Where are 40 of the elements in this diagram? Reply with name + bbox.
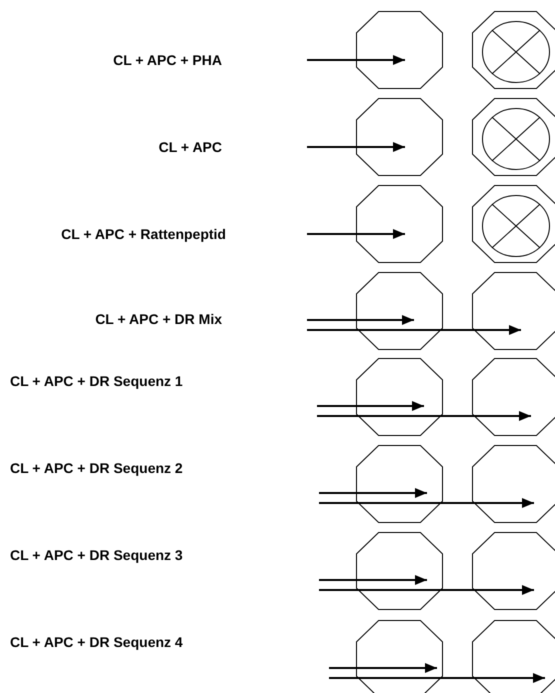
octagon-shape bbox=[356, 445, 443, 523]
row-label: CL + APC + DR Sequenz 2 bbox=[10, 459, 184, 477]
row-label: CL + APC + Rattenpeptid bbox=[61, 225, 226, 243]
octagon-shape bbox=[472, 11, 555, 89]
arrow bbox=[319, 585, 534, 595]
octagon-shape bbox=[472, 620, 555, 693]
octagon-shape bbox=[356, 532, 443, 610]
octagon-shape bbox=[472, 272, 555, 350]
crossed-circle bbox=[482, 195, 550, 257]
octagon-shape bbox=[356, 272, 443, 350]
arrow bbox=[307, 229, 405, 239]
octagon-shape bbox=[356, 11, 443, 89]
octagon-shape bbox=[356, 98, 443, 176]
row-label: CL + APC + DR Mix bbox=[95, 310, 222, 328]
octagon-shape bbox=[356, 358, 443, 436]
row-label: CL + APC + DR Sequenz 4 bbox=[10, 633, 184, 651]
crossed-circle bbox=[482, 108, 550, 170]
octagon-shape bbox=[472, 98, 555, 176]
octagon-shape bbox=[472, 185, 555, 263]
crossed-circle bbox=[482, 21, 550, 83]
row-label: CL + APC + DR Sequenz 3 bbox=[10, 546, 184, 564]
octagon-shape bbox=[356, 620, 443, 693]
arrow bbox=[319, 575, 427, 585]
octagon-shape bbox=[472, 358, 555, 436]
arrow bbox=[319, 498, 534, 508]
arrow bbox=[329, 673, 545, 683]
arrow bbox=[307, 142, 405, 152]
arrow bbox=[307, 325, 521, 335]
arrow bbox=[329, 663, 437, 673]
arrow bbox=[307, 315, 414, 325]
arrow bbox=[317, 411, 531, 421]
octagon-shape bbox=[356, 185, 443, 263]
arrow bbox=[317, 401, 424, 411]
octagon-shape bbox=[472, 445, 555, 523]
row-label: CL + APC + PHA bbox=[113, 51, 222, 69]
arrow bbox=[319, 488, 427, 498]
octagon-shape bbox=[472, 532, 555, 610]
row-label: CL + APC + DR Sequenz 1 bbox=[10, 372, 184, 390]
row-label: CL + APC bbox=[158, 138, 222, 156]
arrow bbox=[307, 55, 405, 65]
